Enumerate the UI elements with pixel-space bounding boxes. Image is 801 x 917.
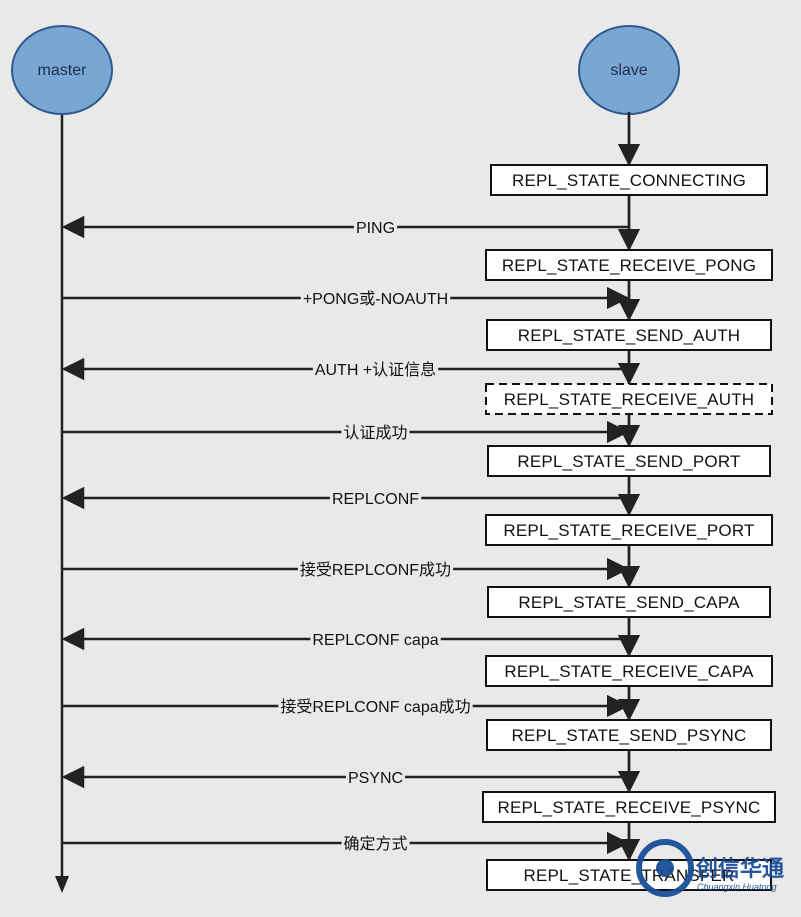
message-label-bg: [297, 561, 454, 579]
state-box-frame: [485, 383, 773, 415]
message-label-bg: [310, 632, 441, 649]
state-box: REPL_STATE_TRANSFER: [486, 859, 772, 891]
slave-label: slave: [610, 62, 647, 79]
watermark-sub: Chuangxin Huatong: [697, 882, 777, 892]
master-label: master: [38, 62, 88, 79]
message-label: REPLCONF: [332, 491, 419, 508]
master-actor: master: [11, 25, 113, 115]
message: +PONG或-NOAUTH: [62, 286, 630, 310]
state-label: REPL_STATE_RECEIVE_PORT: [503, 521, 754, 540]
state-box: REPL_STATE_RECEIVE_AUTH: [485, 383, 773, 415]
state-box-frame: [486, 719, 772, 751]
state-label: REPL_STATE_RECEIVE_PSYNC: [497, 798, 760, 817]
state-label: REPL_STATE_SEND_PORT: [517, 452, 740, 471]
message: 认证成功: [62, 420, 630, 444]
message-label-bg: [278, 698, 473, 716]
message-label: AUTH +认证信息: [315, 361, 436, 379]
logo-dot-icon: [656, 859, 674, 877]
state-box: REPL_STATE_SEND_AUTH: [486, 319, 772, 351]
message: PING: [61, 215, 629, 239]
state-label: REPL_STATE_RECEIVE_AUTH: [504, 390, 755, 409]
slave-actor: slave: [578, 25, 680, 115]
message-label-bg: [353, 220, 398, 237]
message-label-bg: [345, 770, 406, 787]
state-label: REPL_STATE_SEND_CAPA: [518, 593, 740, 612]
master-lifeline-arrow-icon: [55, 876, 69, 893]
message: 接受REPLCONF capa成功: [62, 694, 630, 718]
state-box-frame: [487, 445, 771, 477]
message-label-bg: [341, 424, 410, 442]
message-label: REPLCONF capa: [312, 632, 438, 649]
state-label: REPL_STATE_SEND_AUTH: [518, 326, 741, 345]
message: REPLCONF: [61, 486, 629, 510]
state-box-frame: [487, 586, 771, 618]
message-label: 接受REPLCONF capa成功: [280, 698, 470, 716]
state-box-frame: [485, 655, 773, 687]
state-label: REPL_STATE_TRANSFER: [524, 866, 735, 885]
state-box: REPL_STATE_RECEIVE_PORT: [485, 514, 773, 546]
message: 确定方式: [62, 831, 630, 855]
state-box-frame: [482, 791, 776, 823]
state-box: REPL_STATE_RECEIVE_PSYNC: [482, 791, 776, 823]
state-box-frame: [485, 514, 773, 546]
message-label-bg: [341, 835, 410, 853]
state-label: REPL_STATE_RECEIVE_PONG: [502, 256, 756, 275]
message-label: PSYNC: [348, 770, 403, 787]
state-label: REPL_STATE_CONNECTING: [512, 171, 746, 190]
watermark-brand: 创信华通: [695, 856, 784, 881]
message: PSYNC: [61, 765, 629, 789]
state-label: REPL_STATE_SEND_PSYNC: [511, 726, 746, 745]
message-label: 认证成功: [343, 424, 407, 442]
state-label: REPL_STATE_RECEIVE_CAPA: [504, 662, 754, 681]
state-box-frame: [485, 249, 773, 281]
message: 接受REPLCONF成功: [62, 557, 630, 581]
message-label: 确定方式: [343, 835, 407, 853]
state-box: REPL_STATE_SEND_CAPA: [487, 586, 771, 618]
message-label: PING: [356, 220, 395, 237]
message: REPLCONF capa: [61, 627, 629, 651]
state-box-frame: [486, 319, 772, 351]
message-label: +PONG或-NOAUTH: [303, 290, 448, 308]
state-box: REPL_STATE_CONNECTING: [490, 164, 768, 196]
state-box: REPL_STATE_RECEIVE_PONG: [485, 249, 773, 281]
state-boxes: REPL_STATE_CONNECTING REPL_STATE_RECEIVE_…: [482, 112, 776, 891]
state-box: REPL_STATE_SEND_PSYNC: [486, 719, 772, 751]
message-label: 接受REPLCONF成功: [300, 561, 451, 579]
logo-ring-icon: [636, 839, 694, 897]
state-box-frame: [486, 859, 772, 891]
message-label-bg: [312, 361, 439, 379]
state-box-frame: [490, 164, 768, 196]
state-box: REPL_STATE_RECEIVE_CAPA: [485, 655, 773, 687]
watermark-logo: 创信华通 Chuangxin Huatong: [636, 839, 784, 897]
message: AUTH +认证信息: [61, 357, 629, 381]
message-label-bg: [329, 491, 422, 508]
message-label-bg: [300, 290, 451, 308]
state-box: REPL_STATE_SEND_PORT: [487, 445, 771, 477]
